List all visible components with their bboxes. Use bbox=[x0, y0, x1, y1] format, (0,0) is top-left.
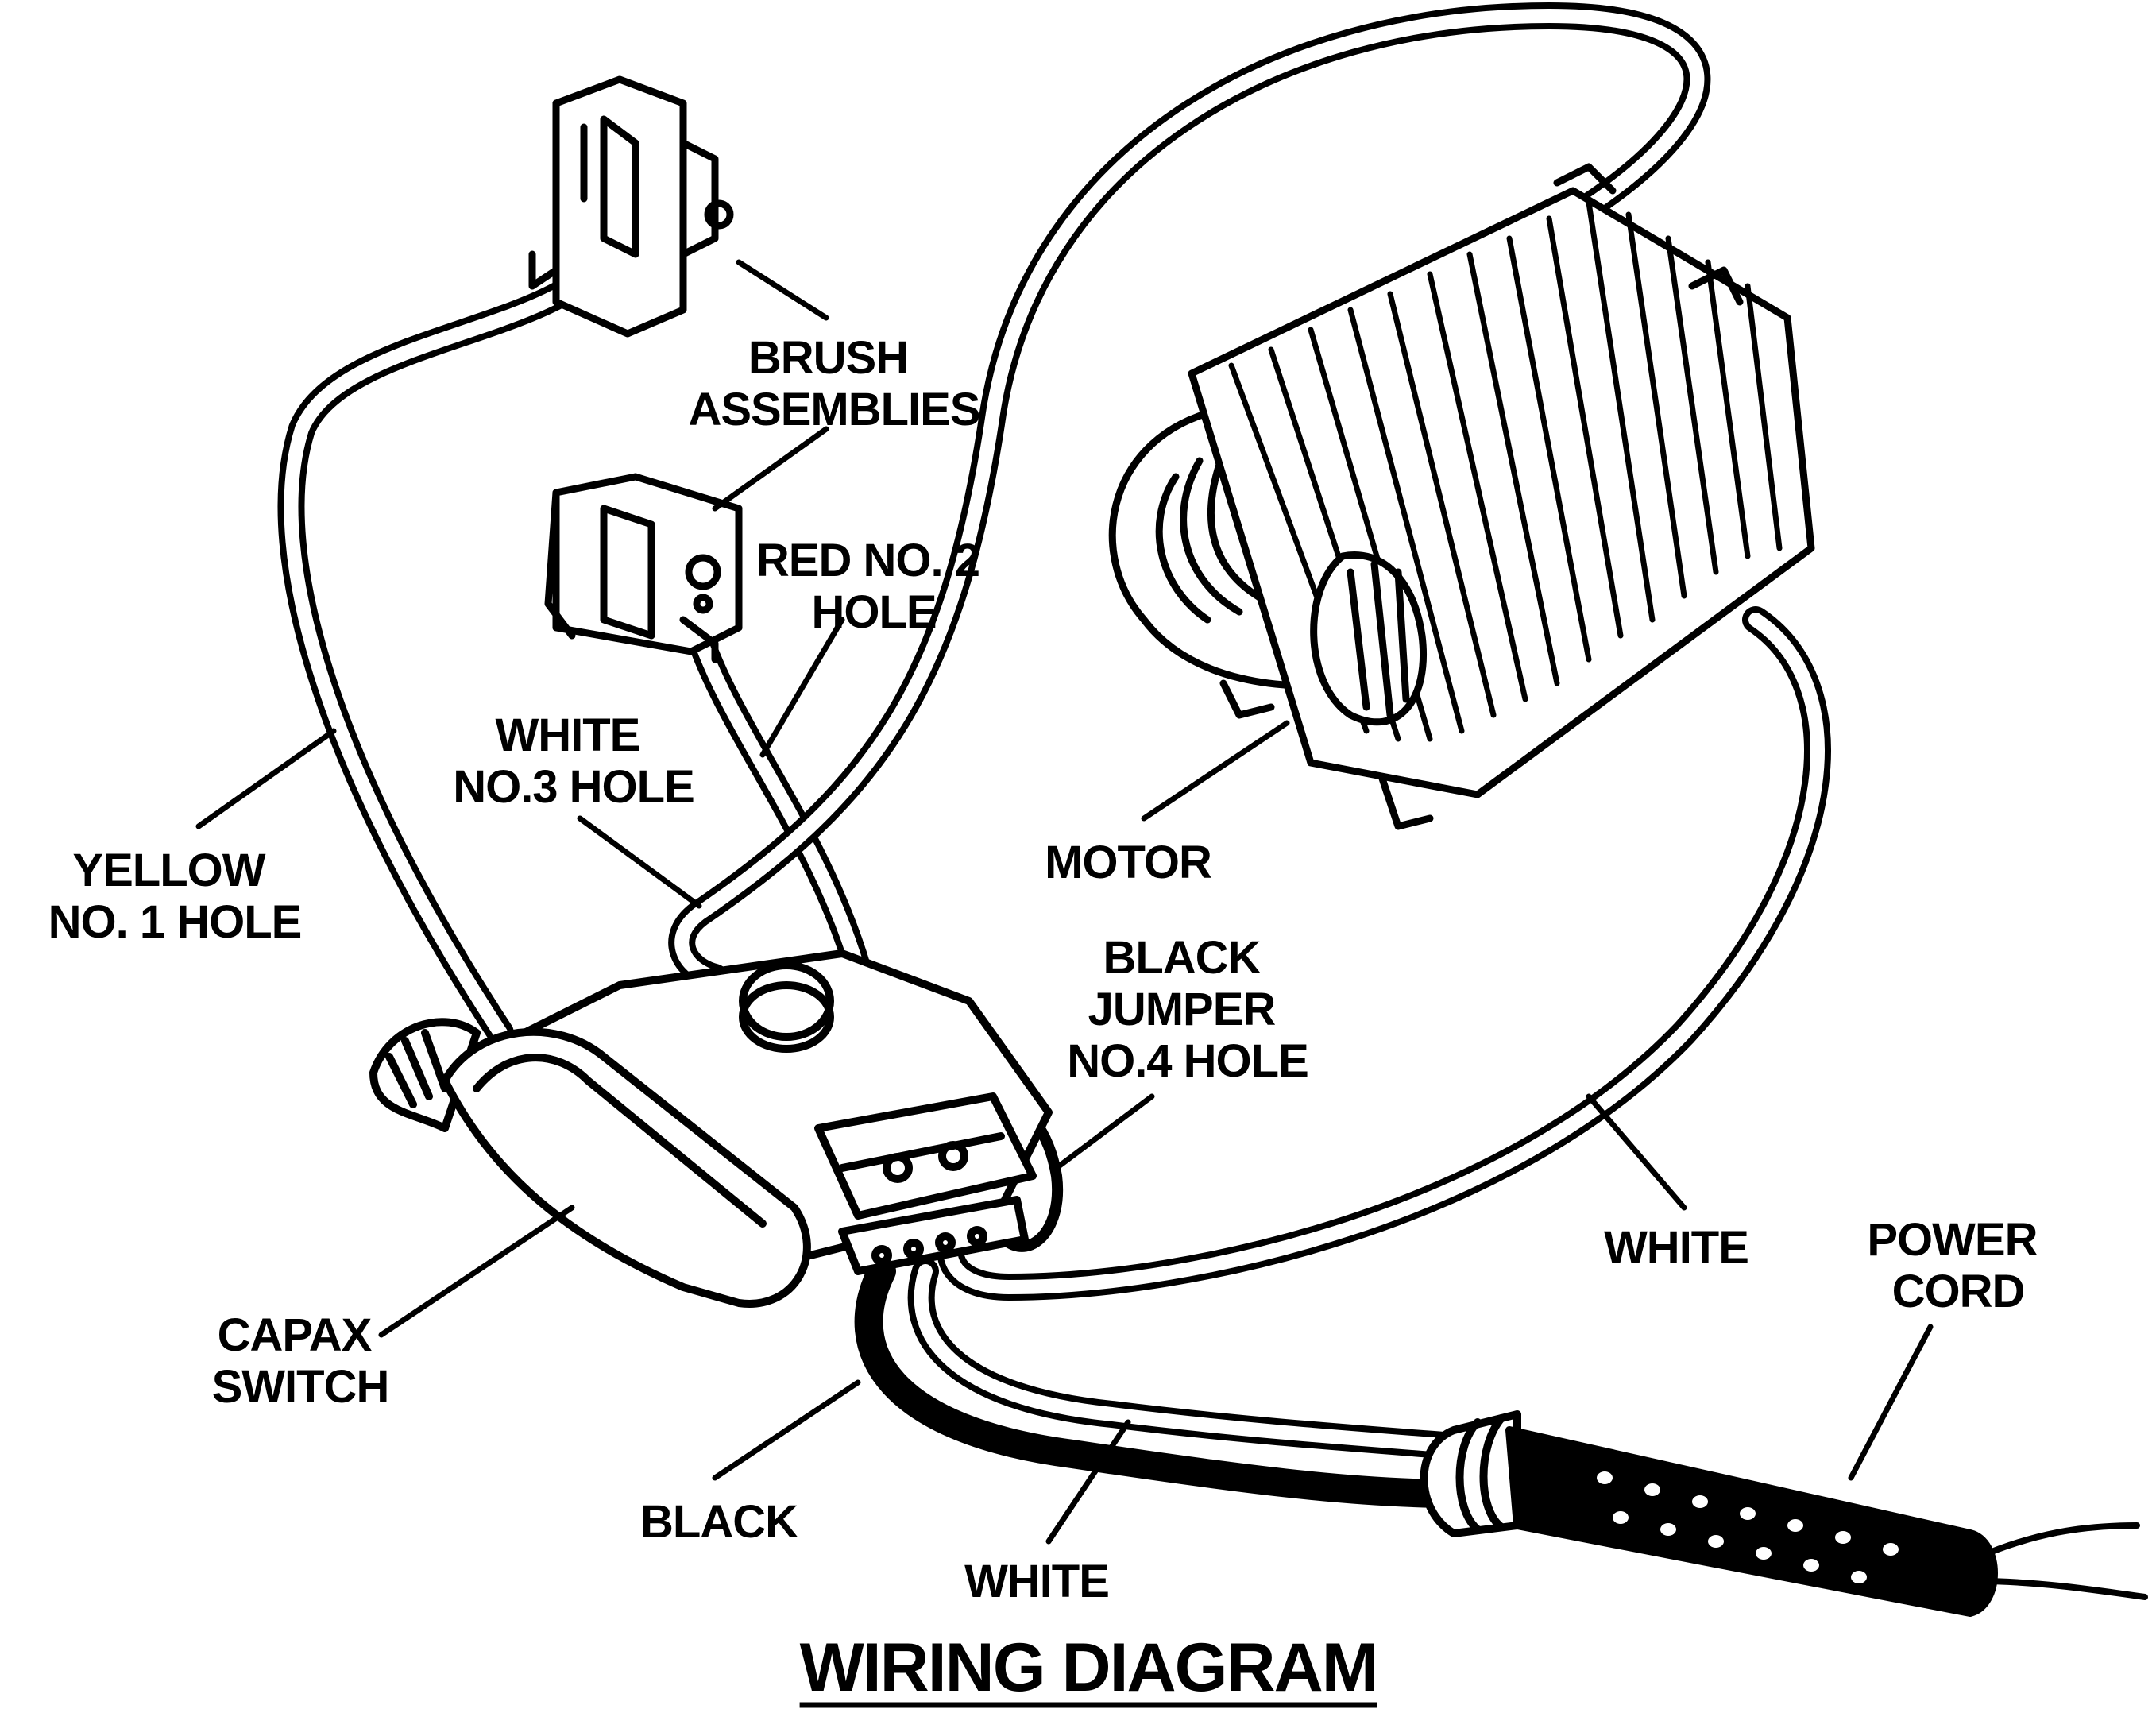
label-white-cord-lead: WHITE bbox=[964, 1556, 1109, 1607]
leader-brush-upper bbox=[736, 259, 829, 321]
wire-yellow bbox=[277, 233, 625, 1046]
label-brush-assemblies: BRUSH ASSEMBLIES bbox=[688, 332, 979, 435]
diagram-title: WIRING DIAGRAM bbox=[800, 1630, 1377, 1706]
brush-holder-icon bbox=[528, 75, 734, 338]
leader-motor bbox=[1141, 720, 1290, 822]
leader-power-cord bbox=[1848, 1324, 1934, 1481]
cord-grip-holes bbox=[1597, 1471, 1899, 1583]
trigger-switch-icon bbox=[369, 949, 1053, 1308]
power-cord-icon bbox=[1420, 1410, 2148, 1617]
leader-red bbox=[759, 617, 845, 758]
wires bbox=[277, 2, 1831, 1508]
label-power-cord: POWER CORD bbox=[1867, 1214, 2049, 1317]
label-black-jumper-no4-hole: BLACK JUMPER NO.4 HOLE bbox=[1067, 932, 1308, 1087]
wire-black-cord bbox=[854, 1257, 1468, 1508]
leader-black-jumper bbox=[1053, 1093, 1155, 1171]
leader-white-motor bbox=[1586, 1093, 1687, 1211]
label-black-cord-lead: BLACK bbox=[640, 1496, 798, 1548]
label-white-no3-hole: WHITE NO.3 HOLE bbox=[453, 710, 694, 813]
label-yellow-no1-hole: YELLOW NO. 1 HOLE bbox=[48, 845, 302, 948]
brush-holder-icon bbox=[544, 473, 743, 663]
wire-white-cord bbox=[907, 1258, 1467, 1460]
leader-lines bbox=[195, 259, 1934, 1545]
label-white-motor-lead: WHITE bbox=[1604, 1222, 1748, 1274]
leader-capax bbox=[378, 1205, 575, 1338]
wire-red bbox=[686, 622, 871, 983]
motor-field-icon bbox=[1108, 163, 1815, 830]
label-red-no2-hole: RED NO. 2 HOLE bbox=[756, 535, 991, 638]
wire-white-no3 bbox=[668, 2, 1711, 991]
label-motor: MOTOR bbox=[1045, 837, 1211, 888]
leader-white-no3 bbox=[577, 815, 702, 909]
leader-white-cord bbox=[1045, 1419, 1131, 1545]
leader-black bbox=[712, 1379, 861, 1481]
label-capax-switch: CAPAX SWITCH bbox=[212, 1309, 389, 1413]
labels: BRUSH ASSEMBLIES RED NO. 2 HOLE WHITE NO… bbox=[48, 332, 2049, 1607]
leader-yellow bbox=[195, 728, 337, 829]
leader-brush-lower bbox=[712, 426, 829, 512]
wire-white-motor bbox=[937, 606, 1831, 1301]
